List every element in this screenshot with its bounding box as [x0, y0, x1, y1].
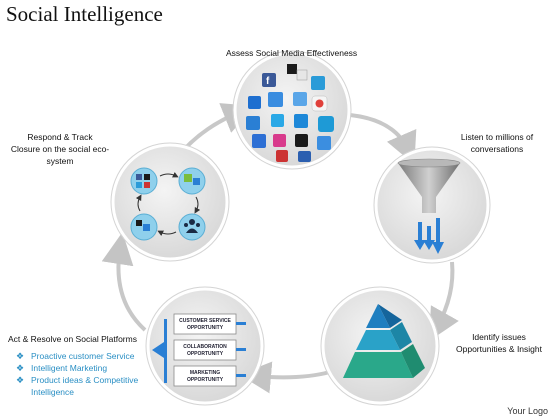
label-listen-line1: Listen to millions of	[460, 132, 534, 142]
opportunity-box-3-line1: MARKETING	[190, 370, 220, 376]
opportunity-box-2-line2: OPPORTUNITY	[187, 351, 224, 357]
opportunity-box-2: COLLABORATION OPPORTUNITY	[173, 339, 246, 361]
label-assess: Assess Social Media Effectiveness	[226, 48, 358, 58]
opportunity-box-1-line2: OPPORTUNITY	[187, 325, 224, 331]
diamond-bullet-icon: ❖	[16, 363, 25, 373]
label-respond: Respond & Track Closure on the social ec…	[10, 131, 110, 167]
label-identify-line1: Identify issues	[472, 332, 526, 342]
act-bullet-text: Product ideas & Competitive Intelligence	[31, 375, 139, 397]
label-respond-line2: Closure on the social eco-	[10, 144, 110, 154]
cycle-ring	[101, 103, 459, 394]
label-respond-line1: Respond & Track	[27, 132, 93, 142]
diamond-bullet-icon: ❖	[16, 375, 25, 385]
act-bullet-text: Proactive customer Service	[31, 351, 135, 361]
funnel-icon	[397, 158, 461, 254]
social-media-circle: f	[232, 50, 352, 170]
label-respond-line3: system	[46, 156, 74, 166]
act-bullet-item: ❖ Product ideas & Competitive Intelligenc…	[14, 374, 171, 398]
label-identify: Identify issues Opportunities & Insight	[446, 331, 552, 355]
cycle-icons	[130, 167, 206, 241]
opportunity-box-3: MARKETING OPPORTUNITY	[173, 365, 246, 387]
opportunity-box-1-line1: CUSTOMER SERVICE	[179, 318, 231, 324]
pyramid-circle	[320, 286, 440, 406]
opportunity-box-1: CUSTOMER SERVICE OPPORTUNITY	[173, 313, 246, 335]
act-bullet-item: ❖ Intelligent Marketing	[14, 362, 171, 374]
act-bullet-text: Intelligent Marketing	[31, 363, 108, 373]
funnel-circle	[373, 146, 491, 264]
social-media-icons-cluster: f	[246, 64, 334, 162]
label-listen: Listen to millions of conversations	[452, 131, 542, 155]
pyramid-icon	[343, 304, 425, 378]
page-title: Social Intelligence	[6, 2, 163, 26]
svg-text:f: f	[266, 76, 270, 87]
opportunity-boxes-icon: CUSTOMER SERVICE OPPORTUNITY COLLABORATI…	[152, 313, 246, 387]
label-act: Act & Resolve on Social Platforms	[8, 334, 137, 344]
label-listen-line2: conversations	[470, 144, 524, 154]
footer-logo-text: Your Logo	[507, 406, 548, 416]
opportunity-box-3-line2: OPPORTUNITY	[187, 377, 224, 383]
act-bullet-list: ❖ Proactive customer Service ❖ Intelligent…	[14, 350, 171, 398]
act-bullet-item: ❖ Proactive customer Service	[14, 350, 171, 362]
cycle-icons-circle	[110, 142, 230, 262]
label-identify-line2: Opportunities & Insight	[456, 344, 542, 354]
opportunity-circle: CUSTOMER SERVICE OPPORTUNITY COLLABORATI…	[145, 286, 265, 406]
opportunity-box-2-line1: COLLABORATION	[183, 344, 227, 350]
diamond-bullet-icon: ❖	[16, 351, 25, 361]
